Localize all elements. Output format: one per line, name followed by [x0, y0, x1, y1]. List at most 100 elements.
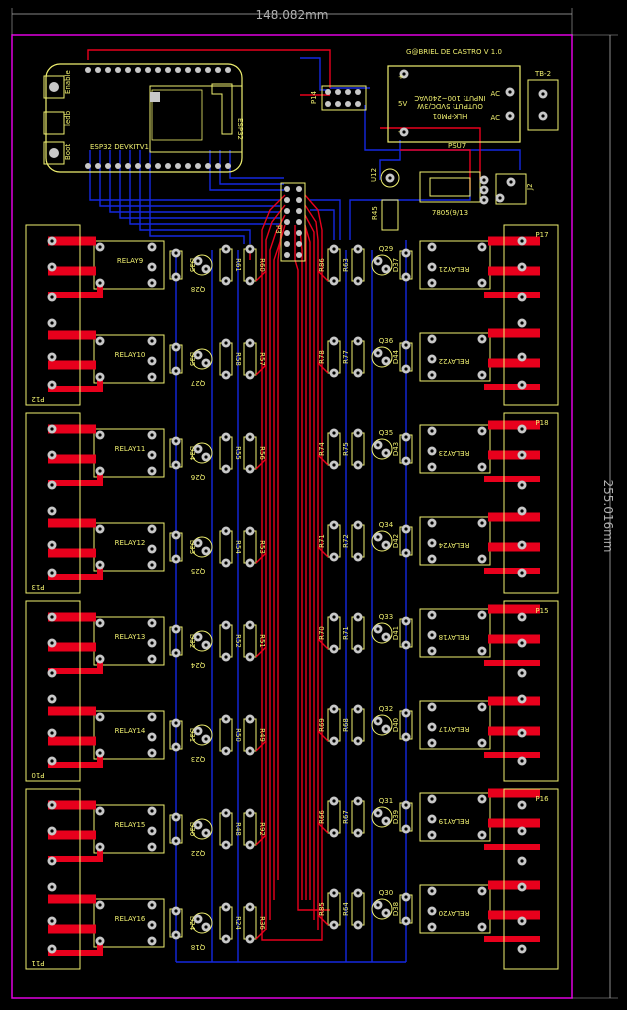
transistor-label: Q33 [379, 613, 393, 621]
pad [381, 816, 391, 826]
j2-label: J2 [526, 183, 534, 191]
header-pin [355, 101, 361, 107]
pad [329, 796, 339, 806]
pad [517, 944, 527, 954]
transistor-label: Q30 [379, 889, 393, 897]
boot-button [49, 148, 59, 158]
transistor-outline [371, 806, 393, 828]
esp32-pin [215, 163, 221, 169]
pad [427, 262, 437, 272]
pad [329, 920, 339, 930]
resistor-outline [219, 436, 233, 470]
resistor-label: R61 [234, 258, 242, 272]
diode-label: D39 [392, 810, 400, 824]
resistor-label: R55 [234, 446, 242, 460]
pad [477, 426, 487, 436]
pad [477, 370, 487, 380]
pad [171, 930, 181, 940]
pad [245, 902, 255, 912]
pad [329, 552, 339, 562]
pad [147, 450, 157, 460]
transistor-outline [191, 630, 213, 652]
header-p14: P14 [310, 85, 367, 111]
board-width-label: 148.082mm [255, 8, 328, 22]
esp32-pin [225, 67, 231, 73]
transistor-label: Q34 [379, 521, 394, 529]
relay-label: RELAY10 [115, 351, 146, 359]
pad [245, 558, 255, 568]
board-height-label: 255.016mm [601, 479, 615, 552]
terminal-tb2: TB-2 [527, 70, 559, 131]
p3-label: P3 [274, 225, 282, 234]
transistor-label: Q31 [379, 797, 393, 805]
pad [245, 370, 255, 380]
pad [353, 736, 363, 746]
header-pin [345, 89, 351, 95]
esp32-pin [115, 67, 121, 73]
resistor-outline [351, 432, 365, 466]
pad [477, 646, 487, 656]
signal-trace [317, 546, 329, 558]
pad [147, 466, 157, 476]
pad [381, 448, 391, 458]
pad [353, 276, 363, 286]
signal-trace [255, 364, 267, 376]
header-pin [296, 252, 302, 258]
pad [517, 826, 527, 836]
resistor-label: R58 [234, 352, 242, 366]
pad [47, 856, 57, 866]
psu-spec-input: INPUT: 100~240VAC [414, 94, 485, 102]
pad [147, 262, 157, 272]
resistor-outline [219, 624, 233, 658]
terminal-block [503, 224, 559, 406]
pad [47, 612, 57, 622]
header-pin [284, 219, 290, 225]
pad [427, 370, 437, 380]
pad [427, 630, 437, 640]
esp32-pin [185, 67, 191, 73]
pad [221, 714, 231, 724]
transistor-label: Q36 [379, 337, 394, 345]
pad [329, 460, 339, 470]
header-pin [296, 197, 302, 203]
relay-outline [93, 710, 165, 760]
pad [353, 704, 363, 714]
pad [517, 638, 527, 648]
pad [517, 800, 527, 810]
regulator-7805: 7805(9/13 J2 [419, 171, 534, 217]
pad [221, 620, 231, 630]
resistor-label: R53 [258, 540, 266, 554]
signal-trace [317, 822, 329, 834]
regulator-label: 7805(9/13 [432, 209, 468, 217]
transistor-outline [191, 536, 213, 558]
header-pin [296, 186, 302, 192]
pad [147, 524, 157, 534]
pad [353, 428, 363, 438]
pad [381, 264, 391, 274]
u12-label: U12 [370, 168, 378, 182]
pad [477, 922, 487, 932]
transistor-outline [191, 442, 213, 464]
pad [147, 544, 157, 554]
pad [95, 524, 105, 534]
transistor-label: Q22 [191, 849, 205, 857]
pad [477, 242, 487, 252]
relay-label: RELAY11 [115, 445, 146, 453]
pad [147, 806, 157, 816]
pad [517, 424, 527, 434]
relay-label: RELAY19 [439, 817, 470, 825]
pad [221, 464, 231, 474]
board-outline [11, 8, 618, 999]
resistor-outline [219, 530, 233, 564]
pad [381, 724, 391, 734]
pad [171, 624, 181, 634]
pad [47, 728, 57, 738]
pad [47, 292, 57, 302]
esp32-pin [225, 163, 231, 169]
pad [353, 244, 363, 254]
transistor-outline [371, 438, 393, 460]
pad [517, 450, 527, 460]
resistor-label: R49 [258, 728, 266, 742]
resistor-outline [243, 906, 257, 940]
